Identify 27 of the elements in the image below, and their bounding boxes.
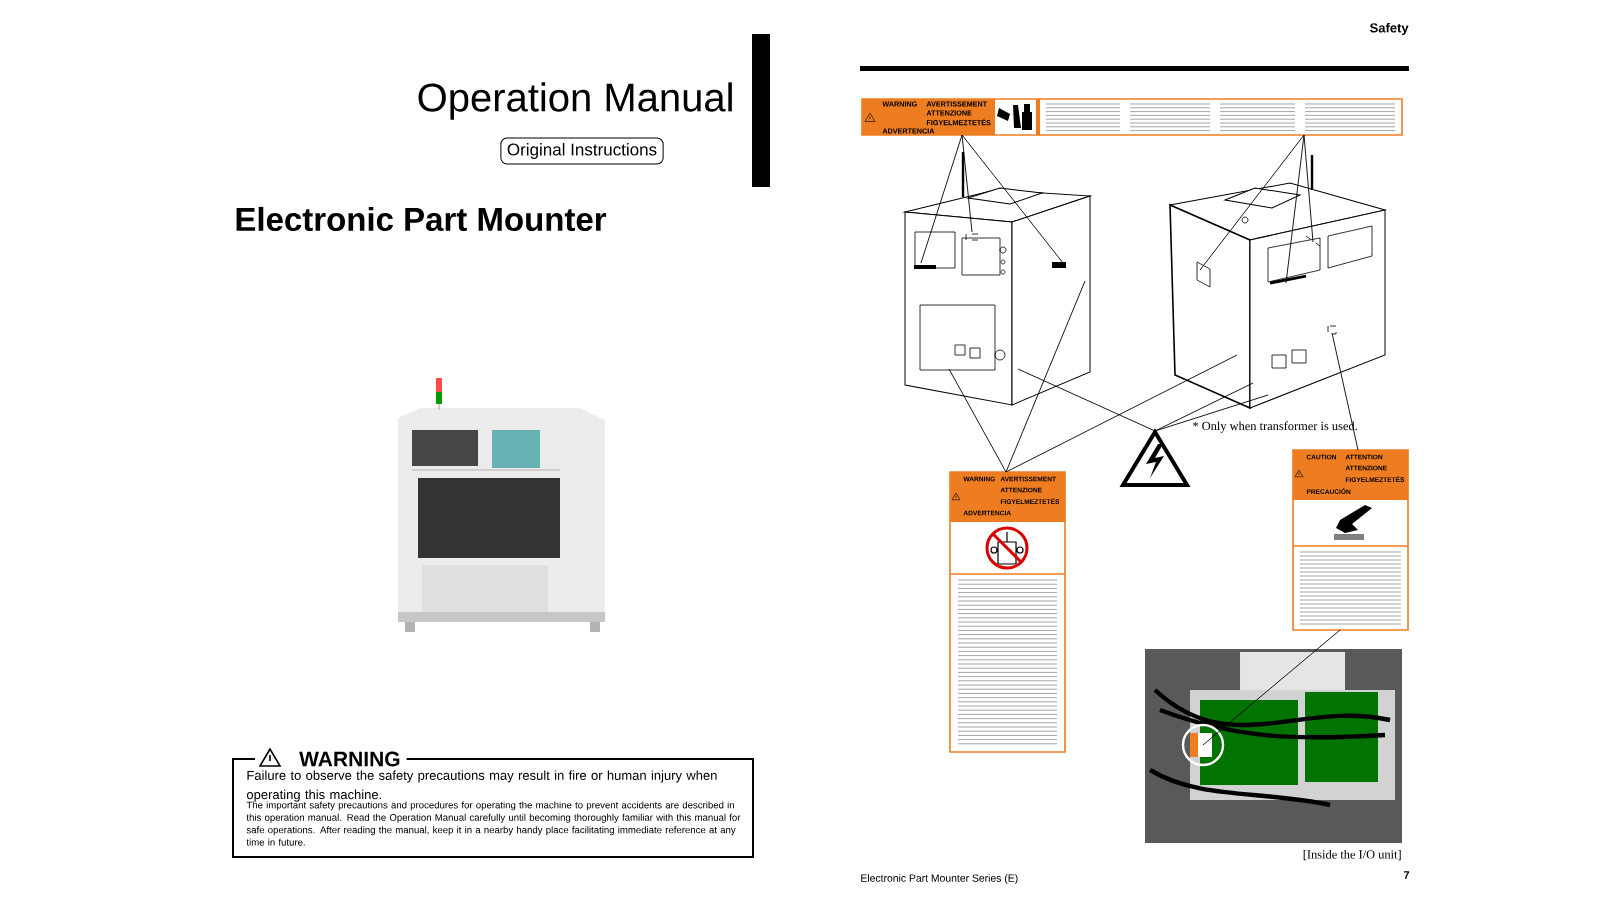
leader-line bbox=[948, 368, 1007, 473]
leader-line bbox=[1285, 134, 1305, 284]
leader-line bbox=[961, 134, 973, 233]
warning-note: The important safety precautions and procedures for operating the machine to prevent accidents are described in this operation manual. Read the Operation Manual carefully until becoming thoroughly familiar with this manual for safe operations. After reading the manual, keep it in a nearby handy place facilitating immediate reference at any time in future. bbox=[246, 801, 741, 846]
photo-caption: [Inside the I/O unit] bbox=[1303, 849, 1401, 861]
machine-line-drawing bbox=[1169, 155, 1386, 410]
warning-heading: WARNING bbox=[293, 751, 407, 767]
warning-text: Failure to observe the safety precautions may result in fire or human injury when operating this machine. bbox=[246, 770, 717, 802]
leader-line bbox=[1005, 280, 1086, 473]
leader-line bbox=[1154, 394, 1269, 432]
leader-line bbox=[1202, 629, 1341, 746]
machine-line-drawing bbox=[904, 152, 1091, 406]
leader-line bbox=[961, 134, 1064, 264]
title: Operation Manual bbox=[418, 82, 732, 120]
footer-text: Electronic Part Mounter Series (E) bbox=[861, 874, 1018, 884]
leader-line bbox=[1154, 382, 1254, 432]
subtitle-box: Original Instructions bbox=[500, 137, 664, 165]
leader-line bbox=[1331, 332, 1359, 451]
footnote: * Only when transformer is used. bbox=[1193, 421, 1357, 433]
leader-line bbox=[1017, 368, 1156, 432]
leader-line bbox=[1199, 134, 1305, 271]
page-number: 7 bbox=[1403, 871, 1410, 879]
leader-line bbox=[1005, 354, 1238, 473]
section-title: Safety bbox=[1369, 22, 1409, 36]
leader-line bbox=[1303, 134, 1314, 243]
leader-line bbox=[920, 134, 963, 264]
heading: Electronic Part Mounter bbox=[236, 206, 607, 232]
